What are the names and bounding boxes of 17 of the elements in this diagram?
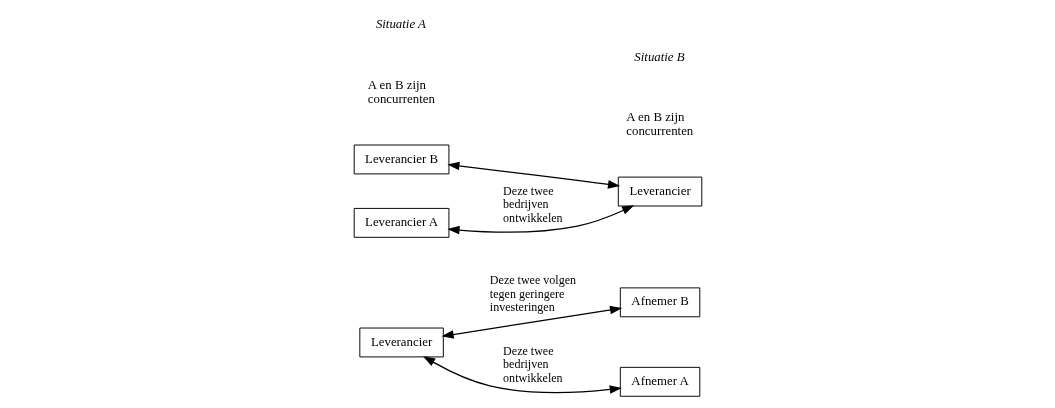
arrow (446, 205, 634, 235)
node-box: Leverancier B (353, 144, 449, 175)
label: A en B zijn concurrenten (625, 109, 693, 139)
label: Situatie A (375, 17, 426, 32)
arrow (440, 305, 622, 339)
node-box: Afnemer A (619, 366, 700, 397)
node-box: Leverancier (617, 176, 702, 207)
label: A en B zijn concurrenten (367, 77, 435, 107)
label: Situatie B (633, 49, 685, 64)
arrow (446, 161, 620, 189)
arrow (422, 356, 622, 394)
edge-label: Deze twee bedrijven ontwikkelen (502, 183, 563, 226)
node-box: Leverancier (358, 327, 444, 358)
node-box: Afnemer B (619, 287, 700, 318)
edge-label: Deze twee bedrijven ontwikkelen (502, 343, 563, 385)
edge-label: Deze twee volgen tegen geringere investeringen (489, 272, 576, 315)
node-box: Leverancier A (353, 207, 449, 238)
